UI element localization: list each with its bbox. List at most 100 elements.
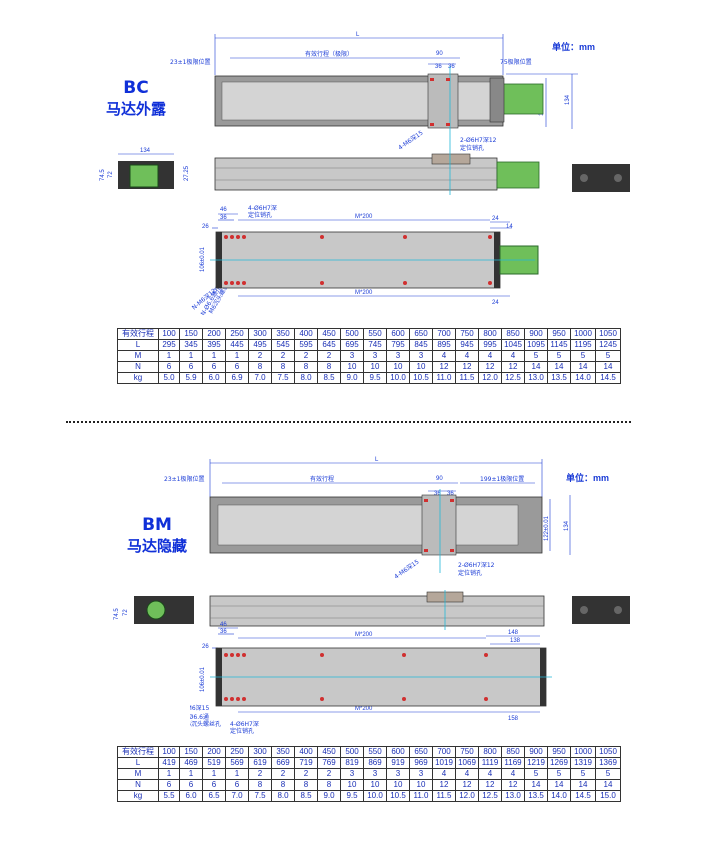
bm-bot-nm6: N-M6深15 <box>190 704 209 712</box>
table-cell: 695 <box>340 339 364 351</box>
bc-dim-2725: 27.25 <box>184 165 190 181</box>
table-cell: 12 <box>432 361 456 373</box>
bc-unit-label: 单位：mm <box>552 42 596 52</box>
table-cell: 995 <box>478 339 502 351</box>
bm-top-view: L 有效行程 90 36 36 23±1极限位置 199±1极限位置 134 1… <box>164 457 571 580</box>
table-cell: 12 <box>501 779 525 791</box>
table-cell: 1000 <box>570 328 596 340</box>
table-cell: 8 <box>294 779 318 791</box>
bc-bot-m200b: M*200 <box>355 290 373 296</box>
table-cell: 350 <box>271 328 295 340</box>
table-cell: 1 <box>202 768 226 780</box>
table-cell: 4 <box>478 350 502 362</box>
bm-bot-46: 46 <box>220 622 227 628</box>
table-cell: 10.5 <box>386 790 410 802</box>
table-cell: 1 <box>202 350 226 362</box>
bm-end-view: 74.5 72 <box>114 596 194 624</box>
table-cell: 400 <box>294 328 318 340</box>
table-cell: 500 <box>340 328 364 340</box>
table-cell: 545 <box>271 339 295 351</box>
table-cell: 5.5 <box>158 790 180 802</box>
table-cell: 8 <box>248 361 272 373</box>
table-cell: 5 <box>547 350 571 362</box>
table-cell: 7.5 <box>271 372 295 384</box>
bm-dim-36b: 36 <box>447 491 454 497</box>
table-cell: 600 <box>386 746 410 758</box>
bm-model-code: BM <box>142 515 172 535</box>
bc-dim-90: 90 <box>436 51 443 57</box>
table-header: 有效行程 <box>117 328 159 340</box>
table-cell: 3 <box>409 768 433 780</box>
bc-model-code: BC <box>123 78 149 98</box>
table-cell: 5.0 <box>158 372 180 384</box>
bc-bot-106: 106±0.01 <box>200 246 206 272</box>
bm-dim-745: 74.5 <box>114 608 120 620</box>
table-cell: 7.5 <box>248 790 272 802</box>
bc-bot-14: 14 <box>506 224 513 230</box>
table-cell: 250 <box>225 328 249 340</box>
table-row-label: N <box>117 361 159 373</box>
table-cell: 745 <box>363 339 387 351</box>
table-row-label: kg <box>117 790 159 802</box>
table-cell: 1 <box>225 350 249 362</box>
table-cell: 12.5 <box>501 372 525 384</box>
bm-dim-hole4: 4-M6深15 <box>393 558 421 580</box>
bm-bot-148: 148 <box>508 630 519 636</box>
table-cell: 3 <box>340 350 364 362</box>
bm-dim-L: L <box>375 457 379 463</box>
table-row-label: L <box>117 339 159 351</box>
bm-bot-nm6c: M6沉头螺丝孔 <box>190 720 221 728</box>
bc-bottom-view: 46 36 26 4-Ø6H7深 定位销孔 M*200 24 14 106±0.… <box>190 204 539 315</box>
table-cell: 950 <box>547 328 571 340</box>
bc-dim-stroke: 有效行程（极限） <box>305 50 353 58</box>
table-cell: 12 <box>432 779 456 791</box>
table-cell: 450 <box>317 328 341 340</box>
table-cell: 13.0 <box>524 372 548 384</box>
table-row: 有效行程 100 150 200 250 300 350 400 450 500… <box>117 328 621 340</box>
table-cell: 8 <box>271 779 295 791</box>
table-row-label: L <box>117 757 159 769</box>
table-cell: 8 <box>248 779 272 791</box>
table-cell: 6.0 <box>179 790 203 802</box>
table-cell: 8.0 <box>271 790 295 802</box>
table-row-label: kg <box>117 372 159 384</box>
table-cell: 11.5 <box>455 372 479 384</box>
table-cell: 3 <box>363 768 387 780</box>
table-cell: 4 <box>455 350 479 362</box>
table-cell: 3 <box>363 350 387 362</box>
table-cell: 2 <box>294 768 318 780</box>
table-cell: 5 <box>570 350 596 362</box>
table-cell: 400 <box>294 746 318 758</box>
table-cell: 4 <box>501 768 525 780</box>
table-cell: 14 <box>547 361 571 373</box>
table-cell: 10 <box>340 779 364 791</box>
table-cell: 4 <box>432 768 456 780</box>
table-cell: 9.5 <box>363 372 387 384</box>
bc-end-view: 134 74.5 72 27.25 <box>100 148 190 189</box>
bc-bot-36: 36 <box>220 215 227 221</box>
table-cell: 645 <box>317 339 341 351</box>
table-cell: 819 <box>340 757 364 769</box>
table-cell: 14.5 <box>595 372 621 384</box>
table-cell: 619 <box>248 757 272 769</box>
table-cell: 13.5 <box>547 372 571 384</box>
table-cell: 200 <box>202 328 226 340</box>
table-cell: 1219 <box>524 757 548 769</box>
table-cell: 1119 <box>478 757 502 769</box>
table-cell: 300 <box>248 328 272 340</box>
table-cell: 6 <box>158 361 180 373</box>
table-cell: 1 <box>225 768 249 780</box>
bc-bot-24a: 24 <box>492 216 499 222</box>
bc-bot-pinb: 定位销孔 <box>248 211 272 219</box>
bm-dim-72: 72 <box>123 609 129 616</box>
bc-dim-36b: 36 <box>448 64 455 70</box>
table-cell: 700 <box>432 746 456 758</box>
table-cell: 2 <box>317 768 341 780</box>
table-cell: 469 <box>179 757 203 769</box>
table-cell: 7.0 <box>225 790 249 802</box>
table-cell: 4 <box>478 768 502 780</box>
table-cell: 14 <box>547 779 571 791</box>
table-cell: 150 <box>179 328 203 340</box>
